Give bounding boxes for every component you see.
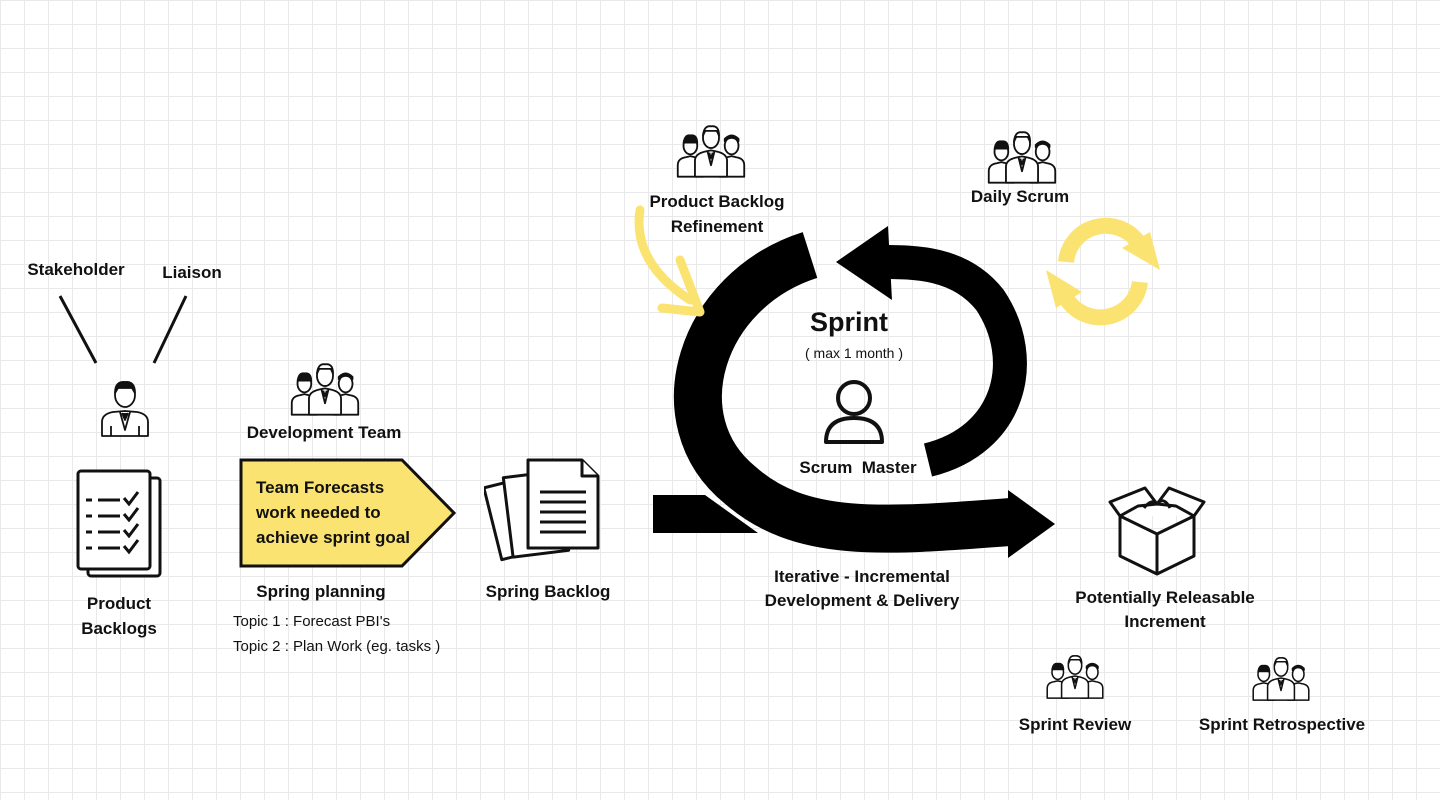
daily-scrum-cycle-icon <box>1058 217 1148 326</box>
forecast-line2: work needed to <box>256 503 381 522</box>
development-team-icon <box>290 363 360 416</box>
forecast-box <box>239 458 457 568</box>
sprint-subtitle: ( max 1 month ) <box>804 345 904 361</box>
iterative-line1: Iterative - Incremental <box>774 567 950 586</box>
stakeholder-label: Stakeholder <box>27 260 125 279</box>
stakeholder-connector <box>58 295 98 364</box>
user-icon <box>824 380 884 444</box>
refinement-label: Product Backlog Refinement <box>642 189 792 239</box>
increment-label: Potentially Releasable Increment <box>1062 586 1268 634</box>
forecast-line1: Team Forecasts <box>256 478 385 497</box>
liaison-connector <box>152 295 188 364</box>
product-backlogs-line2: Backlogs <box>81 619 157 638</box>
iterative-line2: Development & Delivery <box>764 591 960 610</box>
increment-line2: Increment <box>1124 612 1206 631</box>
refinement-team-icon <box>676 125 746 178</box>
sprint-loop-arrow <box>653 226 1055 558</box>
daily-scrum-label: Daily Scrum <box>970 187 1070 206</box>
daily-scrum-arrowhead-2 <box>1046 270 1082 308</box>
sprint-planning-title: Spring planning <box>256 582 386 601</box>
iterative-label: Iterative - Incremental Development & De… <box>752 565 972 613</box>
sprint-review-team-icon <box>1046 655 1104 699</box>
refinement-line2: Refinement <box>670 217 764 236</box>
development-team-label: Development Team <box>246 423 402 442</box>
sprint-title: Sprint <box>810 307 888 337</box>
sprint-retrospective-label: Sprint Retrospective <box>1198 715 1366 734</box>
forecast-line3: achieve sprint goal <box>256 528 410 547</box>
sprint-planning-topic1: Topic 1 : Forecast PBI's <box>233 613 391 630</box>
daily-scrum-team-icon <box>987 131 1057 184</box>
refinement-line1: Product Backlog <box>649 192 785 211</box>
product-backlogs-line1: Product <box>86 594 152 613</box>
sprint-retrospective-team-icon <box>1252 657 1310 701</box>
refinement-arrow <box>634 205 705 317</box>
checklist-icon <box>76 469 162 578</box>
person-icon <box>101 381 149 437</box>
documents-icon <box>484 458 600 562</box>
daily-scrum-arrowhead-1 <box>1122 232 1160 270</box>
product-backlogs-label: Product Backlogs <box>60 591 178 641</box>
sprint-planning-topic2: Topic 2 : Plan Work (eg. tasks ) <box>233 638 441 655</box>
open-box-icon <box>1108 486 1206 576</box>
increment-line1: Potentially Releasable <box>1075 588 1255 607</box>
sprint-review-label: Sprint Review <box>1018 715 1132 734</box>
forecast-text: Team Forecasts work needed to achieve sp… <box>256 475 410 550</box>
liaison-label: Liaison <box>162 263 222 282</box>
scrum-master-label: Scrum Master <box>799 458 917 477</box>
sprint-backlog-label: Spring Backlog <box>485 582 611 601</box>
